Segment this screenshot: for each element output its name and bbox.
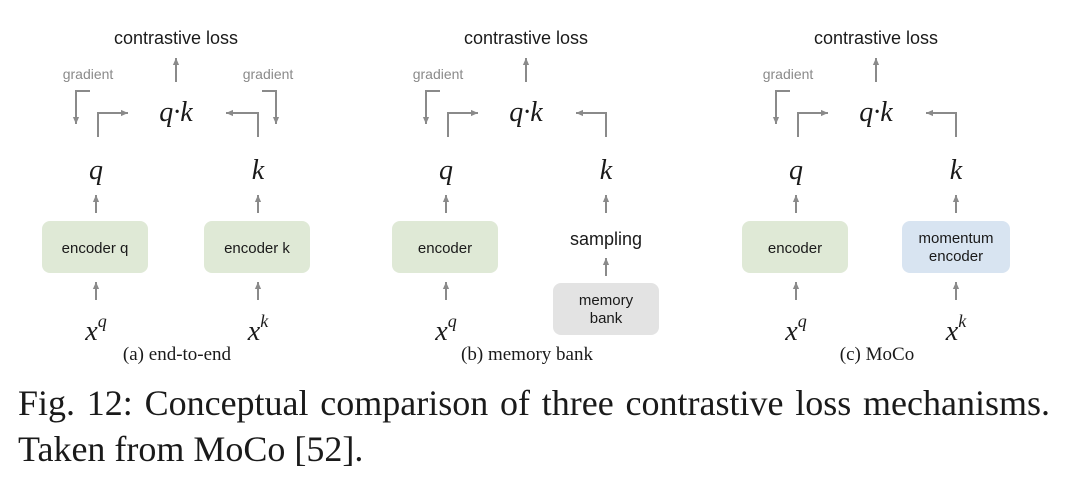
input-xq: xq [434, 311, 456, 347]
query-label: q [439, 155, 453, 186]
encoder-q-label: encoder q [62, 240, 129, 257]
figure-caption: Fig. 12: Conceptual comparison of three … [18, 383, 1050, 469]
panel-sublabel: (b) memory bank [461, 344, 593, 365]
encoder-label: encoder [768, 240, 822, 257]
key-label: k [252, 155, 265, 186]
input-xq: xq [84, 311, 106, 347]
panel-end-to-end: contrastive loss gradient gradient q·k q… [42, 28, 310, 365]
memory-bank-box [553, 283, 659, 335]
encoder-label: encoder [418, 240, 472, 257]
forward-arrow-left [97, 109, 128, 137]
query-label: q [89, 155, 103, 186]
panel-sublabel: (a) end-to-end [123, 344, 232, 365]
panel-memory-bank: contrastive loss gradient q·k q k encode… [392, 28, 659, 365]
key-label: k [950, 155, 963, 186]
encoder-q-box [42, 221, 148, 273]
input-xk: xk [945, 311, 967, 347]
forward-arrow-left [797, 109, 828, 137]
input-xq: xq [784, 311, 806, 347]
contrastive-loss-label: contrastive loss [114, 28, 238, 48]
gradient-arrow-left [422, 90, 440, 124]
gradient-label-right: gradient [243, 66, 294, 82]
sampling-label: sampling [570, 229, 642, 249]
similarity-score: q·k [159, 97, 193, 128]
panel-moco: contrastive loss gradient q·k q k encode… [742, 28, 1010, 365]
input-xk: xk [247, 311, 269, 347]
gradient-arrow-left [72, 90, 90, 124]
panel-sublabel: (c) MoCo [840, 344, 914, 365]
gradient-label-left: gradient [413, 66, 464, 82]
encoder-k-box [204, 221, 310, 273]
forward-arrow-right [576, 109, 607, 137]
forward-arrow-right [226, 109, 259, 137]
forward-arrow-left [447, 109, 478, 137]
similarity-score: q·k [509, 97, 543, 128]
gradient-arrow-left [772, 90, 790, 124]
key-label: k [600, 155, 613, 186]
encoder-box [742, 221, 848, 273]
encoder-k-label: encoder k [224, 240, 290, 257]
similarity-score: q·k [859, 97, 893, 128]
gradient-label-left: gradient [763, 66, 814, 82]
contrastive-loss-diagram: contrastive loss gradient gradient q·k q… [42, 28, 1010, 365]
contrastive-loss-label: contrastive loss [814, 28, 938, 48]
forward-arrow-right [926, 109, 957, 137]
momentum-encoder-box [902, 221, 1010, 273]
gradient-arrow-right [262, 90, 280, 124]
encoder-box [392, 221, 498, 273]
gradient-label-left: gradient [63, 66, 114, 82]
query-label: q [789, 155, 803, 186]
contrastive-loss-label: contrastive loss [464, 28, 588, 48]
